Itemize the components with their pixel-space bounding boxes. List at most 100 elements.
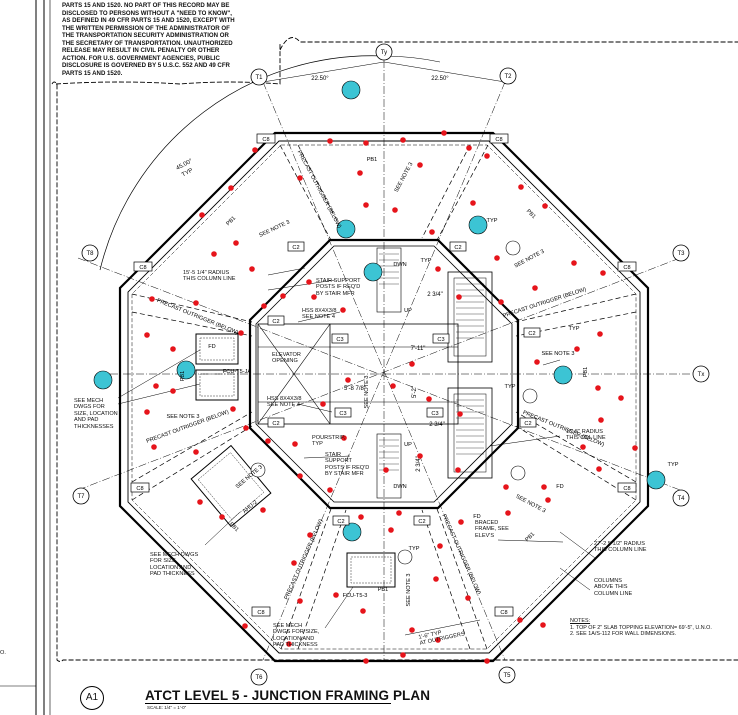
- dimension: 2 3/4": [427, 292, 442, 298]
- grid-label-t1: T1: [255, 75, 263, 81]
- stair-dimension: 7'-11": [411, 346, 426, 352]
- columns-note: COLUMNS ABOVE THIS COLUMN LINE: [594, 578, 633, 597]
- radius-note: 15'-5 1/4" RADIUS THIS COLUMN LINE: [183, 270, 236, 283]
- fd-label: FD: [556, 484, 563, 490]
- drawing-title: ATCT LEVEL 5 - JUNCTION FRAMING PLAN: [145, 688, 431, 703]
- see-note-label: SEE NOTE 3: [364, 376, 370, 409]
- member-tag: C2: [292, 245, 299, 251]
- radius-note: 27'-2 5 1/2" RADIUS THIS COLUMN LINE: [594, 541, 647, 554]
- ahu-label: AHU-2: [242, 500, 259, 515]
- typ-label: TYP: [487, 218, 498, 224]
- dimension: 2 3/4": [416, 456, 422, 471]
- member-tag: C8: [262, 137, 269, 143]
- member-tag: C3: [336, 337, 343, 343]
- member-tag: C2: [454, 245, 461, 251]
- see-note-label: SEE NOTE 3: [406, 574, 412, 607]
- fd-label: FD: [473, 514, 480, 520]
- member-tag: PB1: [378, 587, 389, 593]
- radius-note: 15'-5" RADIUS THIS COL LINE: [566, 429, 606, 442]
- hss-note: HSS 8x4x3/8 SEE NOTE 4: [302, 308, 337, 321]
- see-note-label: SEE NOTE 3: [515, 494, 547, 515]
- margin-note: O.: [0, 650, 6, 656]
- see-note-label: SEE NOTE 3: [235, 464, 264, 490]
- title-underline: [145, 703, 391, 704]
- typ-label: TYP: [421, 258, 432, 264]
- grid-label-t8: T8: [86, 251, 94, 257]
- stair-dimension: 5'-8 7/8": [344, 386, 366, 392]
- member-tag: PB1: [525, 208, 537, 220]
- member-tag: C2: [418, 519, 425, 525]
- mech-note: SEE MECH DWGS FOR SIZE, LOCATION AND PAD…: [273, 623, 320, 649]
- grid-label-t2: T2: [504, 74, 512, 80]
- see-note-label: SEE NOTE 3: [258, 219, 290, 238]
- angle-dimension: 22.50°: [431, 76, 449, 82]
- warning-line: THE TRANSPORTATION SECURITY ADMINISTRATI…: [62, 32, 229, 39]
- notes-heading: NOTES:: [570, 618, 591, 624]
- member-tag: C8: [495, 137, 502, 143]
- member-tag: C2: [337, 519, 344, 525]
- member-tag: C8: [257, 610, 264, 616]
- stair-up: UP: [404, 442, 412, 448]
- warning-line: ACTION. FOR U.S. GOVERNMENT AGENCIES, PU…: [62, 54, 220, 62]
- typ-label: TYP: [569, 326, 580, 332]
- pourstrip-note: POURSTRIP, TYP: [312, 435, 346, 448]
- member-tag: C8: [623, 486, 630, 492]
- stair-dwn: DWN: [393, 262, 406, 268]
- detail-callout: A1: [80, 686, 104, 710]
- grid-label-t4: T4: [677, 496, 685, 502]
- grid-label-t7: T7: [77, 494, 85, 500]
- see-note-label: SEE NOTE 3: [394, 162, 415, 194]
- stair-dimension: 5'-2": [412, 386, 418, 398]
- member-tag: PB1: [583, 367, 589, 378]
- member-tag: C2: [528, 331, 535, 337]
- member-tag: C2: [272, 319, 279, 325]
- grid-label-t3: T3: [677, 251, 685, 257]
- stair-support-note: STAIR SUPPORT POSTS IF REQ'D BY STAIR MF…: [316, 278, 361, 297]
- drawing-scale: SCALE: 1/4" = 1'-0": [147, 705, 187, 710]
- warning-line: AS DEFINED IN 49 CFR PARTS 15 AND 1520, …: [62, 17, 235, 24]
- member-tag: PB1: [228, 521, 240, 533]
- stair-support-note: STAIR SUPPORT POSTS IF REQ'D BY STAIR MF…: [325, 452, 370, 478]
- member-tag: PB1: [225, 215, 237, 227]
- fcu-label: FCU-T5-3: [343, 593, 368, 599]
- fcu-label: FCU-T5-JA: [223, 369, 252, 375]
- member-tag: C3: [431, 411, 438, 417]
- stair-up: UP: [404, 308, 412, 314]
- member-tag: C8: [500, 610, 507, 616]
- member-tag: C2: [524, 421, 531, 427]
- mech-note: SEE MECH DWGS FOR SIZE, LOCATION AND PAD…: [74, 398, 118, 430]
- warning-line: THE WRITTEN PERMISSION OF THE ADMINISTRA…: [62, 24, 230, 32]
- dimension: 2 3/4": [429, 422, 444, 428]
- member-tag: PB1: [524, 531, 536, 543]
- angle-dimension: 22.50°: [311, 76, 329, 82]
- warning-line: THE SECRETARY OF TRANSPORTATION. UNAUTHO…: [62, 39, 233, 47]
- typ-label: TYP: [409, 546, 420, 552]
- warning-line: RELEASE MAY RESULT IN CIVIL PENALTY OR O…: [62, 47, 220, 54]
- member-tag: C3: [437, 337, 444, 343]
- grid-label-t6: T6: [255, 675, 263, 681]
- grid-label-t5: T5: [503, 673, 511, 679]
- precast-label: PRECAST OUTRIGGER (BELOW): [502, 287, 587, 320]
- warning-line: DISCLOSURE IS GOVERNED BY 5 U.S.C. 552 A…: [62, 62, 230, 69]
- warning-line: DISCLOSED TO PERSONS WITHOUT A "NEED TO …: [62, 9, 232, 17]
- member-tag: C2: [272, 421, 279, 427]
- note-item: 2. SEE 1A/S-112 FOR WALL DIMENSIONS.: [570, 631, 677, 638]
- elevator-opening: ELEVATOR OPENING: [272, 352, 301, 365]
- member-tag: C8: [139, 265, 146, 271]
- typ-label: TYP: [668, 462, 679, 468]
- warning-line: PARTS 15 AND 1520. NO PART OF THIS RECOR…: [62, 2, 230, 9]
- member-tag: PB1: [367, 157, 378, 163]
- stair-dwn: DWN: [393, 484, 406, 490]
- member-tag: PB1: [180, 371, 186, 382]
- see-note-label: SEE NOTE 3: [542, 351, 575, 357]
- member-tag: C8: [623, 265, 630, 271]
- member-tag: C3: [339, 411, 346, 417]
- typ-label: TYP: [505, 384, 516, 390]
- grid-label-ty: Ty: [381, 50, 387, 56]
- fd-label: FD: [208, 344, 215, 350]
- mech-note: SEE MECH DWGS FOR SIZE, LOCATION AND PAD…: [150, 552, 199, 578]
- general-notes: NOTES: 1. TOP OF 2" SLAB TOPPING ELEVATI…: [570, 618, 712, 638]
- see-note-label: SEE NOTE 3: [167, 414, 200, 420]
